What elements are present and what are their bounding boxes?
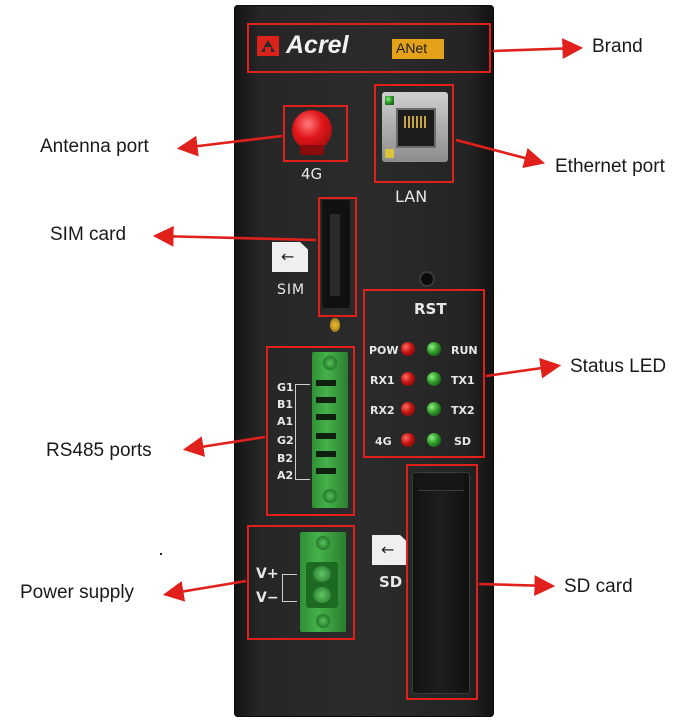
- power-terminal: [300, 532, 346, 632]
- rs485-pin-g1: G1: [277, 381, 294, 394]
- rs485-slot: [316, 451, 336, 457]
- callout-sim: SIM card: [50, 224, 127, 245]
- ethernet-activity-led: [385, 149, 394, 158]
- led-sd: [427, 433, 441, 447]
- sd-label: SD: [379, 573, 403, 591]
- callout-rs485: RS485 ports: [46, 440, 152, 461]
- rs485-pin-a1: A1: [277, 415, 294, 428]
- brand-text: Acrel: [286, 31, 349, 59]
- led-label-4g: 4G: [375, 435, 392, 448]
- led-label-rx2: RX2: [370, 404, 395, 417]
- led-label-run: RUN: [451, 344, 478, 357]
- power-mount-screw-top: [316, 536, 330, 550]
- ethernet-highlight: [374, 84, 454, 183]
- model-label: ANet: [396, 40, 428, 56]
- antenna-connector: [292, 110, 332, 150]
- sim-eject-pin: [330, 318, 340, 332]
- antenna-label: 4G: [301, 165, 323, 183]
- ethernet-jack: [382, 92, 448, 162]
- reset-hole: [421, 273, 433, 285]
- callout-antenna: Antenna port: [40, 136, 149, 157]
- led-tx2: [427, 402, 441, 416]
- sim-slot-opening: [330, 214, 340, 296]
- rs485-mount-screw-bottom: [323, 489, 337, 503]
- sd-highlight: [406, 464, 478, 700]
- ethernet-socket: [396, 108, 436, 148]
- callout-ethernet: Ethernet port: [555, 156, 665, 177]
- rs485-bracket: [295, 384, 310, 480]
- antenna-base: [300, 145, 324, 155]
- brand-highlight: [247, 23, 491, 73]
- rst-label: RST: [414, 300, 447, 318]
- rs485-slot: [316, 380, 336, 386]
- callout-brand: Brand: [592, 36, 643, 57]
- sim-highlight: [318, 197, 357, 317]
- led-label-pow: POW: [369, 344, 399, 357]
- power-pin-vminus: V−: [256, 590, 279, 606]
- lan-label: LAN: [395, 187, 428, 206]
- led-rx2: [401, 402, 415, 416]
- antenna-highlight: [283, 105, 348, 162]
- callout-status: Status LED: [570, 356, 667, 377]
- led-label-tx1: TX1: [451, 374, 475, 387]
- led-label-rx1: RX1: [370, 374, 395, 387]
- rs485-pin-g2: G2: [277, 434, 294, 447]
- rs485-pin-b1: B1: [277, 398, 294, 411]
- arrow-status: [485, 357, 562, 379]
- rs485-slot: [316, 468, 336, 474]
- led-tx1: [427, 372, 441, 386]
- led-rx1: [401, 372, 415, 386]
- led-pow: [401, 342, 415, 356]
- sd-slot-cover: [412, 472, 470, 694]
- power-pin-vplus: V+: [256, 566, 279, 582]
- callout-power: Power supply: [20, 582, 135, 603]
- rs485-pin-b2: B2: [277, 452, 294, 465]
- rs485-slot: [316, 397, 336, 403]
- led-4g: [401, 433, 415, 447]
- sd-card-icon: ←: [372, 535, 408, 565]
- power-bracket: [282, 574, 297, 602]
- power-mount-screw-bottom: [316, 614, 330, 628]
- sim-card-icon: ←: [272, 242, 308, 272]
- led-run: [427, 342, 441, 356]
- dot-mark: [160, 553, 162, 555]
- rs485-mount-screw-top: [323, 356, 337, 370]
- rs485-terminal: [312, 352, 348, 508]
- sd-slot-tab: [418, 474, 464, 491]
- logo-icon: [257, 36, 279, 56]
- callout-sd: SD card: [564, 576, 633, 597]
- rs485-slot: [316, 414, 336, 420]
- led-label-sd: SD: [454, 435, 472, 448]
- power-highlight: [247, 525, 355, 640]
- rs485-highlight: [266, 346, 355, 516]
- sim-label: SIM: [277, 282, 306, 298]
- status-led-highlight: [363, 289, 485, 458]
- led-label-tx2: TX2: [451, 404, 475, 417]
- rs485-slot: [316, 433, 336, 439]
- brand-logo: Acrel: [256, 31, 368, 59]
- arrow-brand: [492, 38, 584, 59]
- model-badge: [392, 39, 444, 59]
- rs485-pin-a2: A2: [277, 469, 294, 482]
- ethernet-link-led: [385, 96, 394, 105]
- power-plug-socket: [306, 562, 338, 608]
